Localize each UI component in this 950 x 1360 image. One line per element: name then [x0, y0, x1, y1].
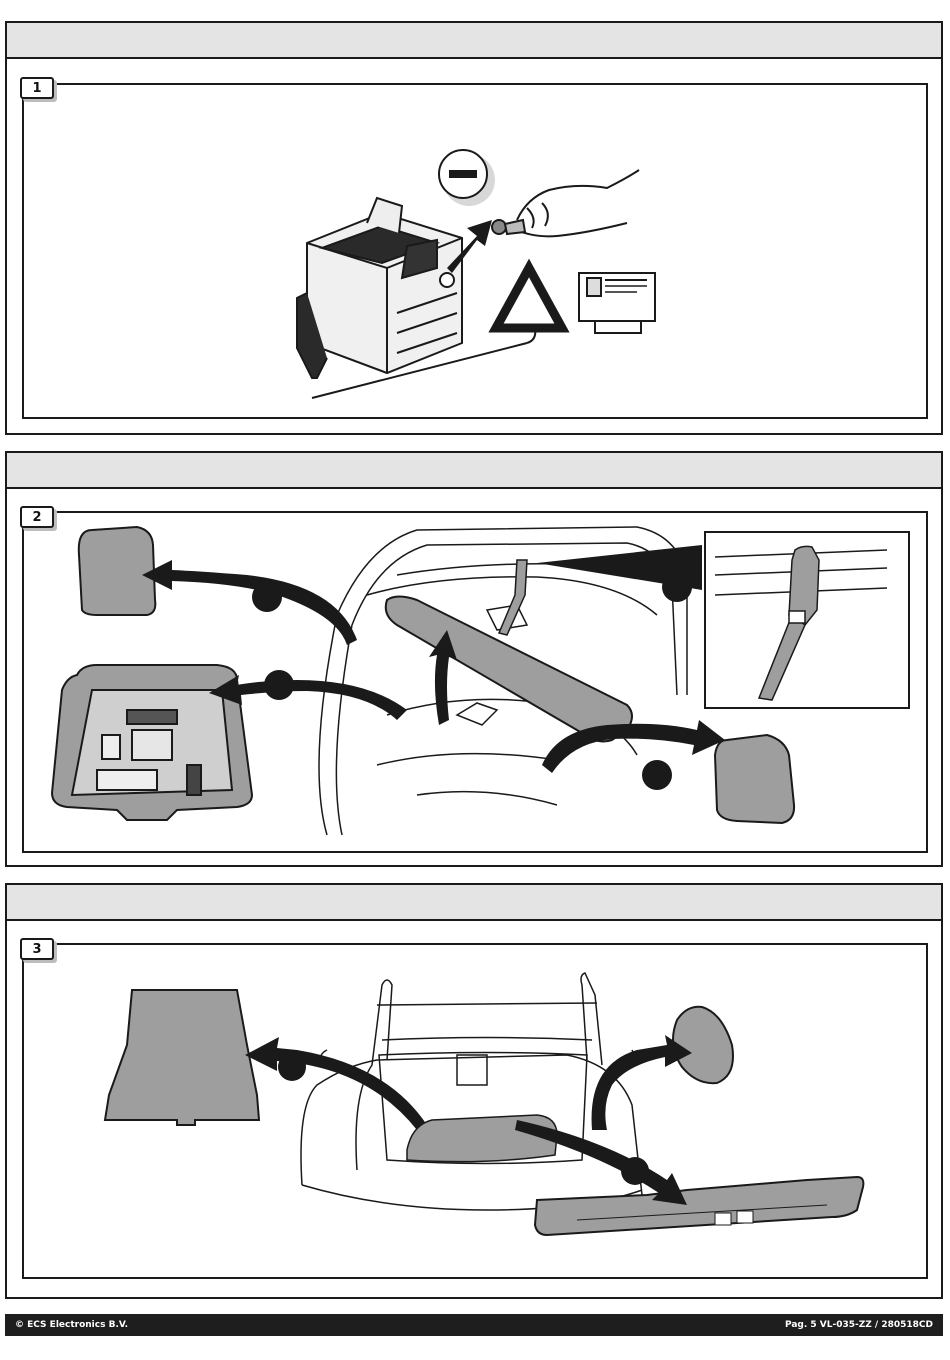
minus-sign-icon — [439, 150, 495, 206]
trunk-floor-cover — [407, 1115, 557, 1162]
section-header-1 — [7, 23, 941, 59]
section-header-3 — [7, 885, 941, 921]
step-dot — [662, 572, 692, 602]
step-dot — [642, 760, 672, 790]
section-step-2: 2 — [5, 451, 943, 867]
trunk-floor-removal-illustration — [37, 515, 917, 845]
page-reference: Pag. 5 VL-035-ZZ / 280518CD — [785, 1320, 933, 1330]
car-rear — [301, 973, 642, 1210]
copyright-text: © ECS Electronics B.V. — [15, 1320, 128, 1330]
battery-disconnect-illustration — [287, 128, 687, 408]
trunk-floor-mat — [105, 990, 259, 1125]
step-number-badge-1: 1 — [20, 77, 54, 99]
step-dot — [252, 582, 282, 612]
step-dot — [621, 1157, 649, 1185]
manual-reference-icon — [579, 273, 655, 333]
page-footer: © ECS Electronics B.V. Pag. 5 VL-035-ZZ … — [5, 1314, 943, 1336]
strap-detail-inset — [705, 532, 909, 708]
trunk-trim-removal-illustration — [87, 955, 887, 1275]
side-cover-left — [79, 527, 156, 615]
section-header-2 — [7, 453, 941, 489]
side-access-cover — [673, 1007, 733, 1083]
step-dot — [264, 670, 294, 700]
arrow-icon — [592, 1035, 692, 1130]
section-step-3: 3 — [5, 883, 943, 1299]
step-number-badge-3: 3 — [20, 938, 54, 960]
section-step-1: 1 — [5, 21, 943, 435]
arrow-icon — [542, 720, 725, 773]
arrow-icon — [142, 560, 357, 645]
step-dot — [278, 1053, 306, 1081]
warning-triangle-icon — [496, 268, 562, 328]
side-cover-right — [715, 735, 794, 823]
hand-icon — [492, 170, 639, 236]
arrow-icon — [245, 1037, 427, 1130]
